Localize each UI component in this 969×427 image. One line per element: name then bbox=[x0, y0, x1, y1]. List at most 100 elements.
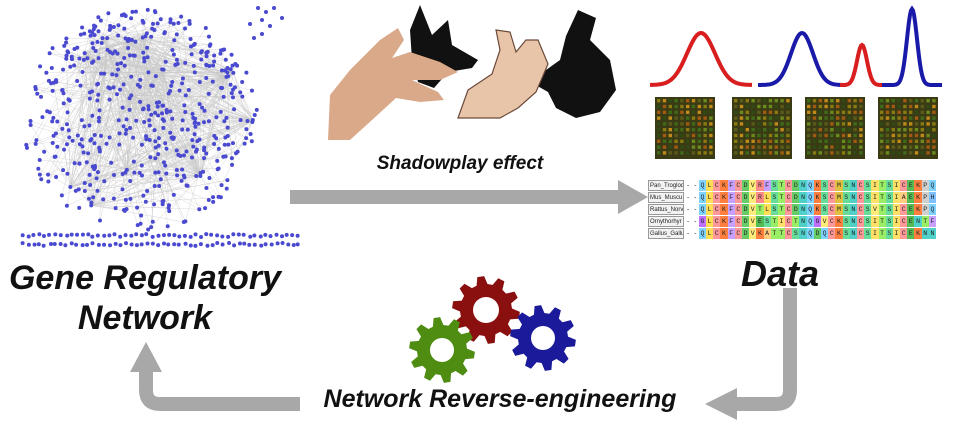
microarray-spot bbox=[824, 110, 828, 114]
microarray-spot bbox=[891, 128, 895, 132]
network-node bbox=[269, 242, 274, 247]
residue-cell: N bbox=[921, 228, 929, 239]
green-gear-icon bbox=[409, 317, 475, 383]
residue-cell: F bbox=[727, 228, 735, 239]
network-node bbox=[175, 61, 180, 66]
network-edge bbox=[172, 119, 253, 138]
network-node bbox=[179, 178, 184, 183]
microarray-spot bbox=[853, 145, 857, 149]
residue-cell: L bbox=[706, 180, 714, 191]
microarray-panels bbox=[655, 97, 938, 159]
microarray-spot bbox=[932, 128, 936, 132]
network-node bbox=[69, 54, 74, 59]
microarray-spot bbox=[914, 133, 919, 138]
microarray-spot bbox=[841, 116, 846, 120]
microarray-spot bbox=[903, 151, 907, 155]
network-edge bbox=[91, 144, 120, 206]
network-node bbox=[44, 70, 49, 75]
microarray-spot bbox=[920, 104, 924, 109]
residue-cell: I bbox=[892, 204, 901, 215]
network-node bbox=[209, 232, 214, 237]
network-node bbox=[218, 51, 223, 56]
network-node bbox=[237, 241, 242, 246]
microarray-spot bbox=[734, 122, 738, 126]
network-node bbox=[130, 9, 135, 14]
network-edge bbox=[77, 53, 85, 136]
network-edge bbox=[160, 69, 164, 180]
network-node bbox=[60, 87, 65, 92]
residue-cell: V bbox=[821, 216, 829, 227]
network-node bbox=[26, 234, 31, 239]
network-node bbox=[61, 168, 66, 173]
shadowplay-hands-illustration bbox=[328, 5, 616, 140]
network-node bbox=[194, 174, 199, 179]
microarray-spot bbox=[786, 128, 790, 132]
microarray-spot bbox=[763, 139, 767, 143]
residue-cell: - bbox=[691, 228, 699, 239]
microarray-spot bbox=[830, 139, 834, 143]
network-node bbox=[122, 56, 127, 61]
network-node bbox=[144, 232, 149, 237]
microarray-spot bbox=[680, 110, 684, 114]
network-node bbox=[183, 241, 188, 246]
network-node bbox=[108, 243, 113, 248]
network-node bbox=[96, 92, 101, 97]
residue-cell: V bbox=[749, 204, 757, 215]
network-node bbox=[183, 60, 188, 65]
network-edge bbox=[126, 169, 200, 210]
network-node bbox=[196, 121, 201, 126]
microarray-spot bbox=[836, 110, 840, 114]
network-node bbox=[61, 67, 66, 72]
residue-cell: F bbox=[763, 180, 771, 191]
network-node bbox=[145, 55, 150, 60]
microarray-spot bbox=[853, 151, 857, 155]
network-node bbox=[252, 113, 257, 118]
network-edge bbox=[53, 82, 71, 187]
network-node bbox=[68, 64, 73, 69]
network-node bbox=[72, 161, 77, 166]
network-node bbox=[147, 123, 152, 128]
network-node bbox=[263, 242, 268, 247]
network-node bbox=[182, 103, 187, 108]
microarray-spot bbox=[926, 104, 930, 109]
network-node bbox=[152, 9, 157, 14]
network-node bbox=[118, 61, 123, 66]
microarray-spot bbox=[763, 99, 767, 103]
microarray-spot bbox=[830, 122, 834, 126]
residue-cell: T bbox=[878, 204, 886, 215]
network-node bbox=[232, 85, 237, 90]
network-node bbox=[139, 142, 144, 147]
residue-cell: P bbox=[921, 204, 929, 215]
microarray-spot bbox=[686, 133, 690, 138]
network-edge bbox=[35, 143, 92, 206]
microarray-spot bbox=[880, 116, 884, 120]
network-node bbox=[286, 242, 291, 247]
residue-cell: S bbox=[885, 192, 893, 203]
residue-cell: C bbox=[856, 180, 865, 191]
residue-cell: K bbox=[720, 192, 728, 203]
network-node bbox=[70, 138, 75, 143]
microarray-spot bbox=[818, 139, 822, 143]
microarray-spot bbox=[780, 110, 784, 114]
microarray-spot bbox=[703, 110, 707, 114]
microarray-spot bbox=[745, 139, 749, 143]
microarray-spot bbox=[885, 133, 890, 138]
microarray-spot bbox=[932, 133, 936, 138]
residue-cell: S bbox=[792, 228, 800, 239]
microarray-spot bbox=[880, 110, 884, 114]
shadowplay-effect-label: Shadowplay effect bbox=[376, 153, 544, 174]
network-edge bbox=[226, 76, 233, 165]
microarray-spot bbox=[691, 139, 696, 143]
microarray-spot bbox=[932, 139, 936, 143]
network-node bbox=[182, 233, 187, 238]
microarray-spot bbox=[686, 122, 690, 126]
network-node bbox=[244, 127, 249, 132]
network-edge bbox=[201, 51, 253, 121]
network-node bbox=[150, 241, 155, 246]
microarray-spot bbox=[674, 110, 678, 114]
residue-cell: I bbox=[892, 216, 901, 227]
residue-cell: N bbox=[849, 192, 857, 203]
microarray-spot bbox=[662, 104, 667, 109]
network-node bbox=[216, 146, 221, 151]
microarray-spot bbox=[657, 128, 661, 132]
